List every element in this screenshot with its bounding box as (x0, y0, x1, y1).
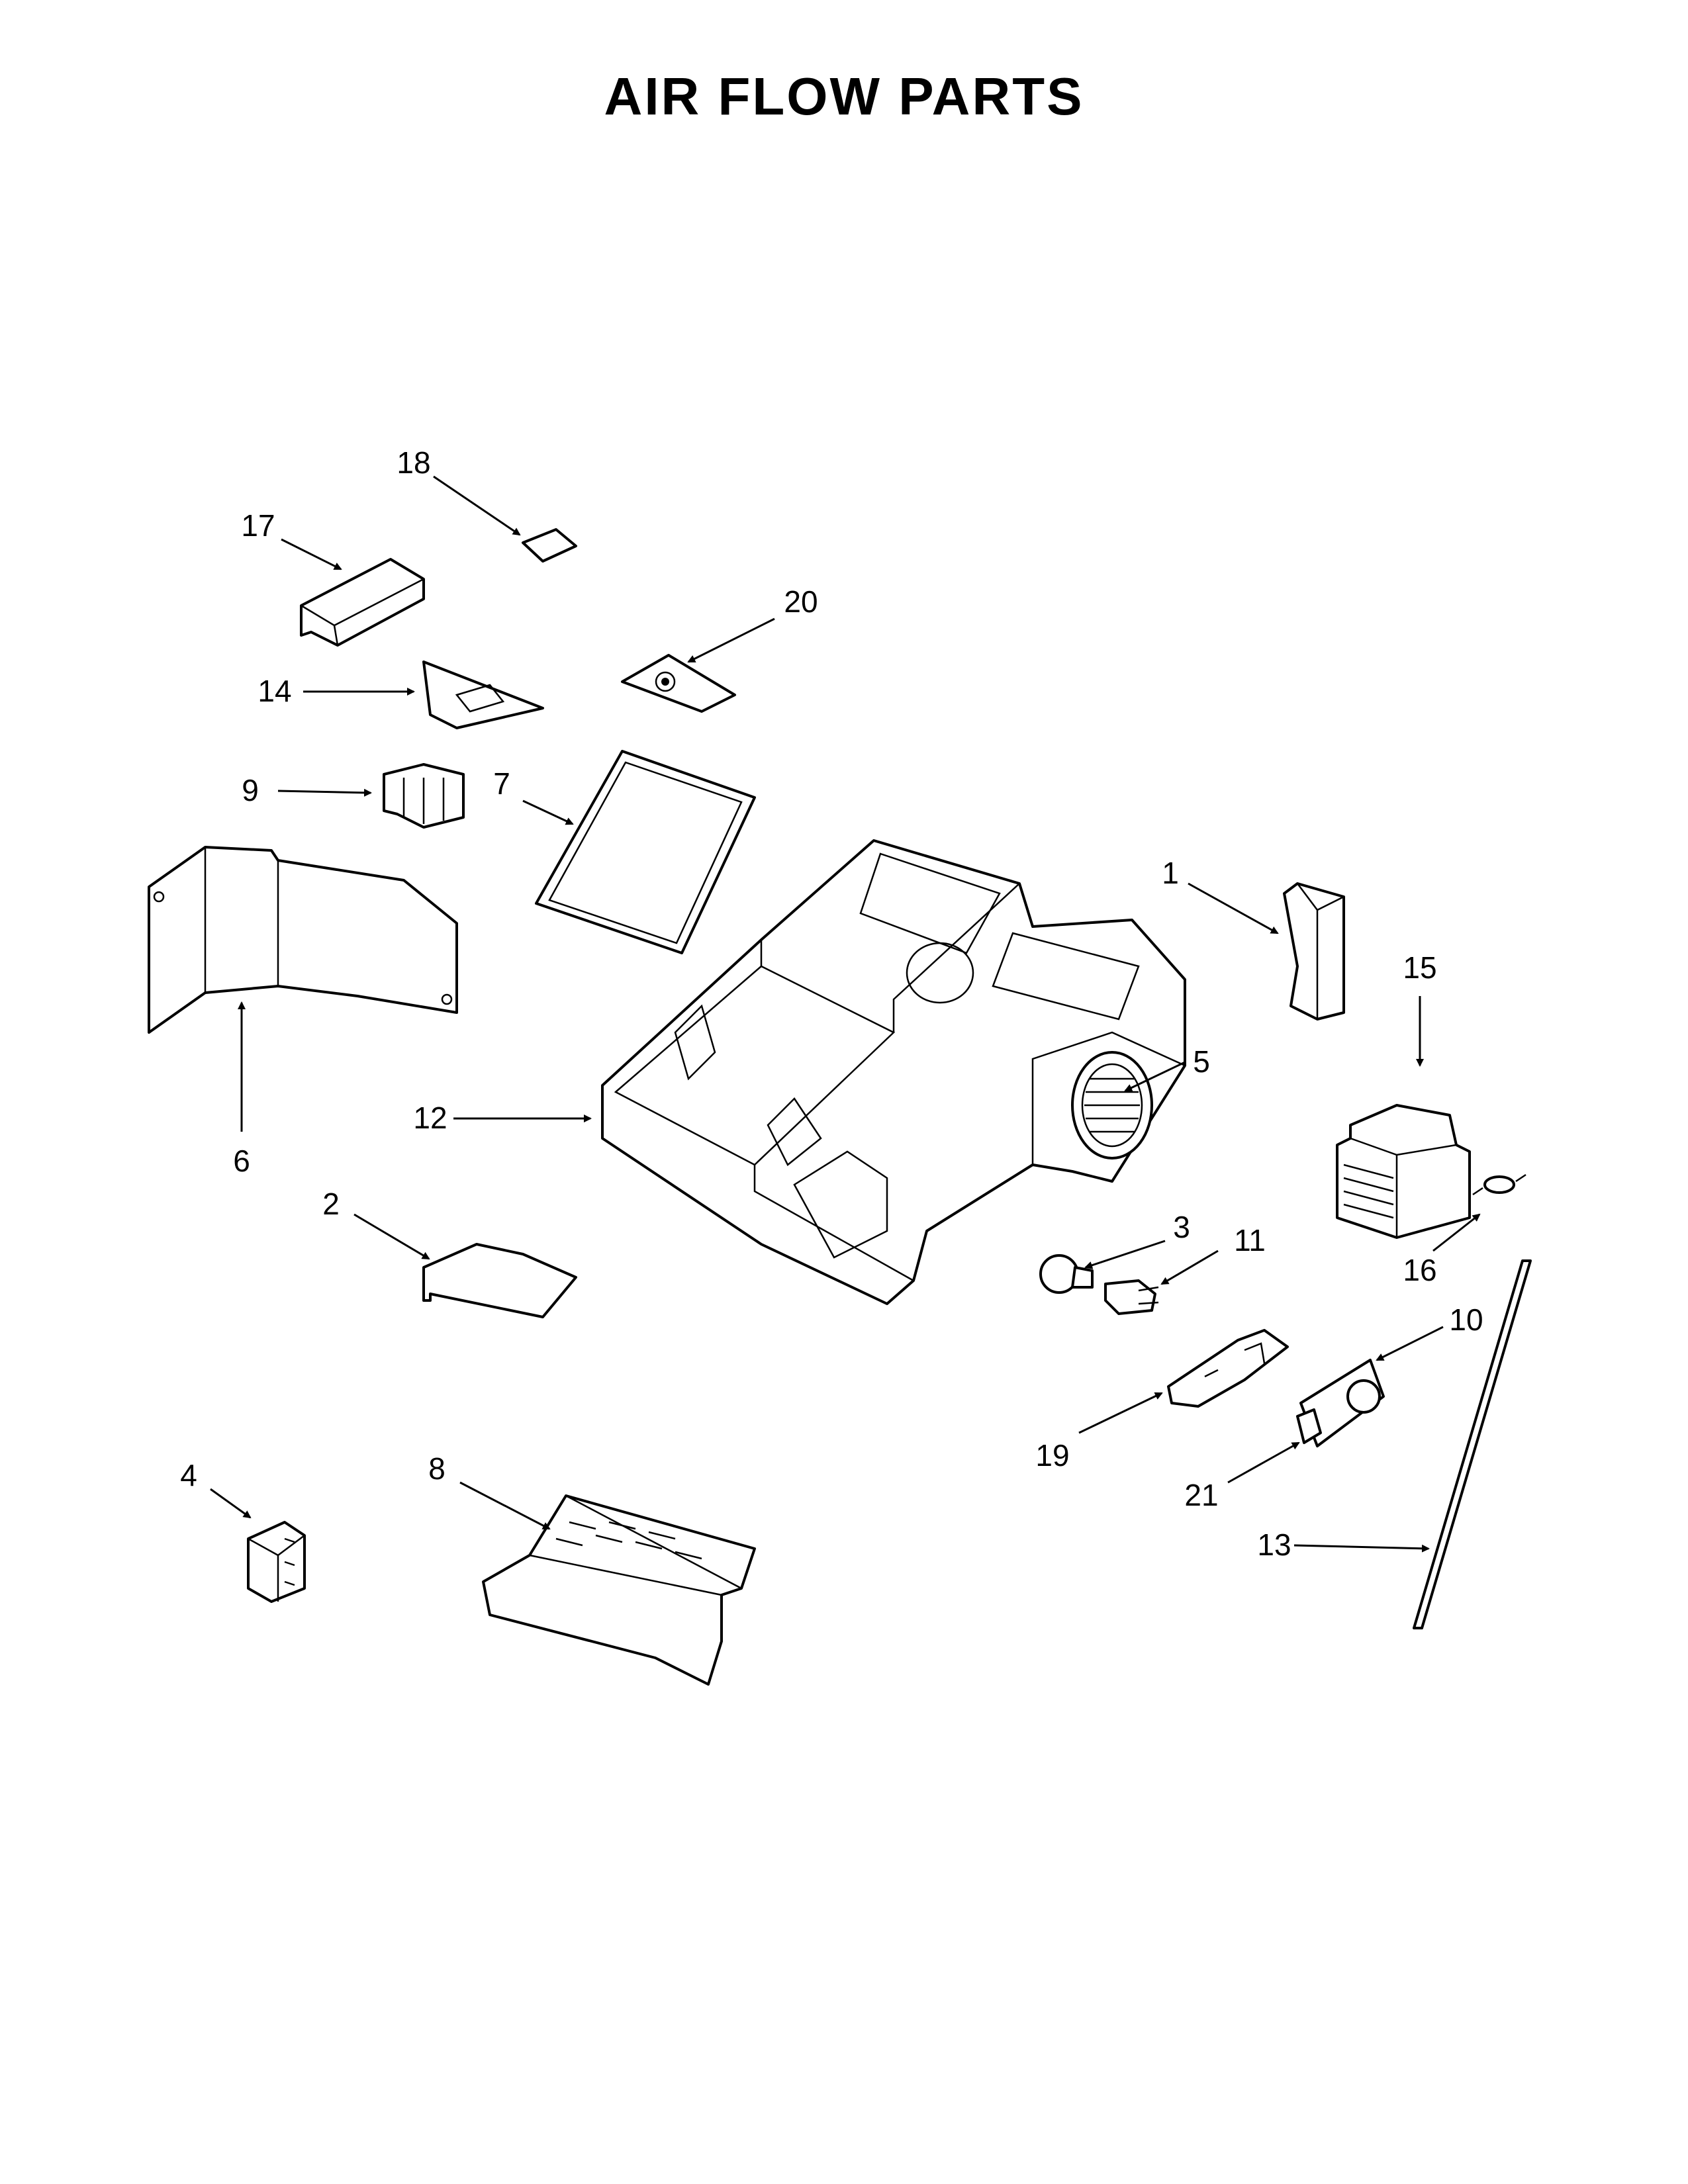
callout-21: 21 (1184, 1478, 1218, 1512)
part-1-bracket[interactable] (1283, 882, 1345, 1021)
part-12-air-duct-base[interactable] (601, 839, 1186, 1305)
callout-18: 18 (397, 445, 430, 480)
part-2-cover-plate[interactable] (422, 1243, 577, 1318)
part-6-duct-shield[interactable] (148, 846, 458, 1034)
callout-10: 10 (1449, 1302, 1483, 1337)
part-9-damper[interactable] (383, 763, 465, 829)
callout-6: 6 (233, 1144, 250, 1178)
part-7-filter[interactable] (535, 750, 756, 954)
callout-4: 4 (180, 1458, 197, 1492)
callout-3: 3 (1173, 1210, 1190, 1244)
callout-8: 8 (428, 1451, 445, 1486)
callout-5: 5 (1193, 1044, 1210, 1079)
page-title: AIR FLOW PARTS (604, 67, 1084, 126)
part-3-light-bulb[interactable] (1039, 1254, 1094, 1294)
part-14-plate[interactable] (422, 660, 544, 729)
callout-labels: 18 17 20 14 9 7 6 12 1 15 5 16 2 3 11 19… (180, 445, 1483, 1562)
part-18-pad[interactable] (522, 528, 577, 563)
callout-14: 14 (258, 674, 291, 708)
part-8-grease-filter-tray[interactable] (482, 1494, 756, 1686)
part-11-lamp-socket[interactable] (1104, 1279, 1159, 1315)
part-19-circuit-board[interactable] (1167, 1329, 1289, 1408)
callout-16: 16 (1403, 1253, 1436, 1287)
callout-11: 11 (1234, 1223, 1266, 1257)
callout-7: 7 (493, 766, 510, 801)
callout-9: 9 (242, 773, 259, 807)
part-13-rod[interactable] (1413, 1259, 1532, 1629)
callout-19: 19 (1035, 1438, 1069, 1473)
part-4-clip[interactable] (247, 1521, 306, 1603)
part-21-switch[interactable] (1296, 1408, 1322, 1444)
callout-1: 1 (1162, 856, 1179, 890)
part-5-blower-wheel[interactable] (1071, 1051, 1153, 1160)
part-15-transformer[interactable] (1336, 1104, 1471, 1239)
callout-2: 2 (322, 1187, 340, 1221)
part-20-label-sheet[interactable] (621, 654, 736, 713)
part-10-mount-plate[interactable] (1299, 1359, 1385, 1447)
callout-12: 12 (413, 1101, 447, 1135)
leader-lines (210, 475, 1481, 1553)
part-16-thermostat[interactable] (1472, 1173, 1526, 1196)
part-17-channel[interactable] (300, 558, 425, 647)
callout-13: 13 (1257, 1527, 1291, 1562)
callout-17: 17 (241, 508, 275, 543)
callout-20: 20 (784, 584, 818, 619)
callout-15: 15 (1403, 950, 1436, 985)
